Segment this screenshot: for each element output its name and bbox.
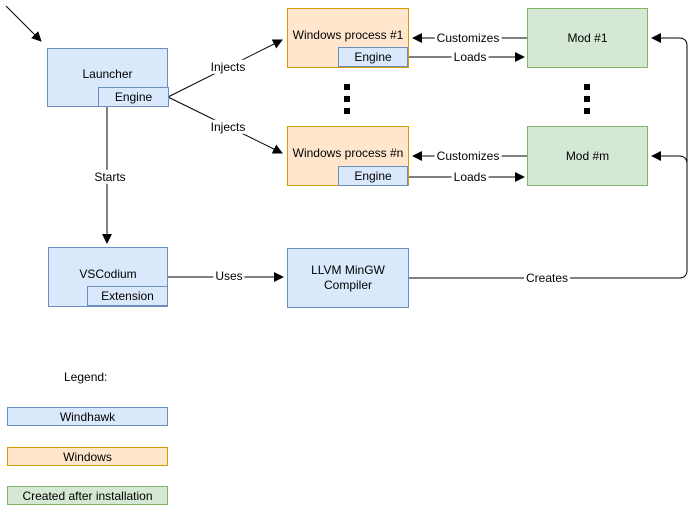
edge-label-creates: Creates	[523, 270, 571, 286]
node-launcher-label: Launcher	[82, 67, 133, 81]
entry-arrow	[5, 5, 42, 42]
node-launcher-engine-label: Engine	[114, 89, 153, 104]
edge-label-starts: Starts	[92, 169, 128, 185]
edge-label-loads-top: Loads	[451, 49, 489, 65]
node-mod-1: Mod #1	[527, 8, 648, 68]
legend-item-windhawk-label: Windhawk	[59, 409, 116, 424]
node-windows-process-n: Windows process #n Engine	[287, 126, 409, 186]
node-vscodium-extension: Extension	[87, 286, 168, 306]
edge-creates-to-mod1	[409, 33, 688, 279]
edge-creates-to-modm	[651, 151, 688, 165]
legend-title: Legend:	[64, 370, 108, 384]
node-llvm-compiler-label: LLVM MinGW Compiler	[311, 263, 385, 292]
legend-item-windows-label: Windows	[63, 449, 112, 464]
node-windows-process-1-engine-label: Engine	[354, 49, 392, 64]
edge-label-customizes-bottom: Customizes	[434, 148, 502, 164]
node-windows-process-n-engine-label: Engine	[354, 168, 392, 183]
legend-item-created-after-installation-label: Created after installation	[22, 488, 153, 503]
node-windows-process-n-label: Windows process #n	[292, 145, 404, 160]
node-mod-1-label: Mod #1	[567, 30, 608, 45]
edge-label-loads-bottom: Loads	[451, 169, 489, 185]
legend-item-windows: Windows	[7, 447, 168, 466]
node-mod-m-label: Mod #m	[565, 148, 610, 163]
node-mod-m: Mod #m	[527, 126, 648, 186]
node-windows-process-1-label: Windows process #1	[292, 27, 404, 42]
node-vscodium-extension-label: Extension	[101, 288, 154, 303]
edge-label-uses: Uses	[213, 268, 245, 284]
legend-item-windhawk: Windhawk	[7, 407, 168, 426]
node-windows-process-n-engine: Engine	[338, 166, 408, 186]
node-windows-process-1-engine: Engine	[338, 47, 408, 67]
node-llvm-compiler: LLVM MinGW Compiler	[287, 248, 409, 308]
node-vscodium: VSCodium Extension	[48, 247, 168, 307]
node-vscodium-label: VSCodium	[79, 266, 137, 281]
vertical-ellipsis-icon	[584, 84, 590, 114]
node-launcher: Launcher Engine	[47, 48, 169, 107]
vertical-ellipsis-icon	[344, 84, 350, 114]
edge-label-injects-bottom: Injects	[208, 119, 248, 135]
node-windows-process-1: Windows process #1 Engine	[287, 8, 409, 68]
legend-item-created-after-installation: Created after installation	[7, 486, 168, 505]
edge-label-customizes-top: Customizes	[434, 30, 502, 46]
node-launcher-engine: Engine	[98, 87, 169, 107]
edge-label-injects-top: Injects	[208, 59, 248, 75]
